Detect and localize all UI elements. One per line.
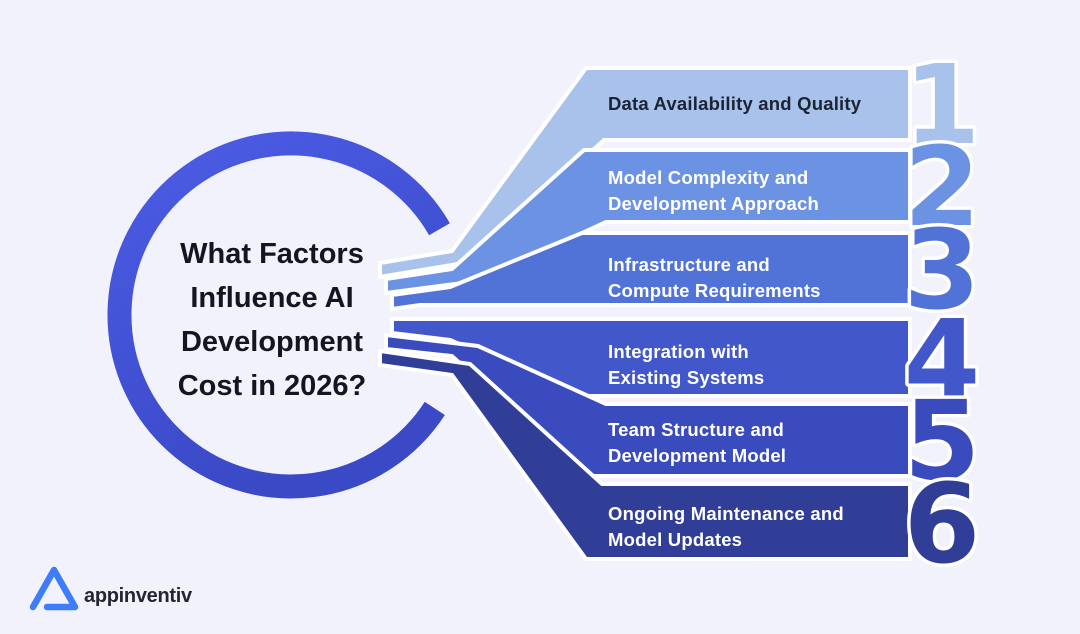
factor-2-label-line-2: Development Approach	[608, 193, 819, 214]
ribbon-3	[390, 231, 912, 312]
factor-5-label-line-1: Team Structure and	[608, 419, 784, 440]
ribbon-5	[384, 332, 912, 478]
factor-numbers: 1 2 3 4 5 6	[900, 38, 984, 592]
number-4: 4	[904, 296, 981, 424]
title: What Factors Influence AI Development Co…	[178, 238, 367, 402]
title-line-3: Development	[181, 326, 363, 358]
number-2: 2	[904, 123, 981, 251]
logo: appinventiv	[29, 566, 193, 611]
factor-4-label-line-2: Existing Systems	[608, 367, 764, 388]
ribbon-1	[378, 66, 912, 280]
factor-1-label-line-1: Data Availability and Quality	[608, 93, 862, 114]
factor-3-label-line-1: Infrastructure and	[608, 254, 770, 275]
factor-2-label-line-1: Model Complexity and	[608, 167, 808, 188]
number-5: 5	[904, 377, 981, 505]
factor-ribbons	[378, 66, 912, 561]
ribbon-2	[384, 148, 912, 296]
factor-3-label-line-2: Compute Requirements	[608, 280, 821, 301]
factor-6-label-line-2: Model Updates	[608, 529, 742, 550]
title-line-4: Cost in 2026?	[178, 370, 367, 402]
factor-4-label-line-1: Integration with	[608, 341, 749, 362]
title-line-2: Influence AI	[190, 282, 353, 314]
ribbon-6	[378, 348, 912, 561]
factor-6-label-line-1: Ongoing Maintenance and	[608, 503, 844, 524]
number-3: 3	[904, 206, 981, 334]
appinventiv-logo-text: appinventiv	[84, 585, 193, 607]
appinventiv-logo-icon	[29, 566, 79, 611]
number-1: 1	[904, 41, 981, 169]
title-ring	[107, 131, 450, 499]
number-6: 6	[904, 460, 981, 588]
title-line-1: What Factors	[180, 238, 364, 270]
factor-5-label-line-2: Development Model	[608, 445, 786, 466]
factor-labels: Data Availability and Quality Model Comp…	[608, 93, 862, 550]
